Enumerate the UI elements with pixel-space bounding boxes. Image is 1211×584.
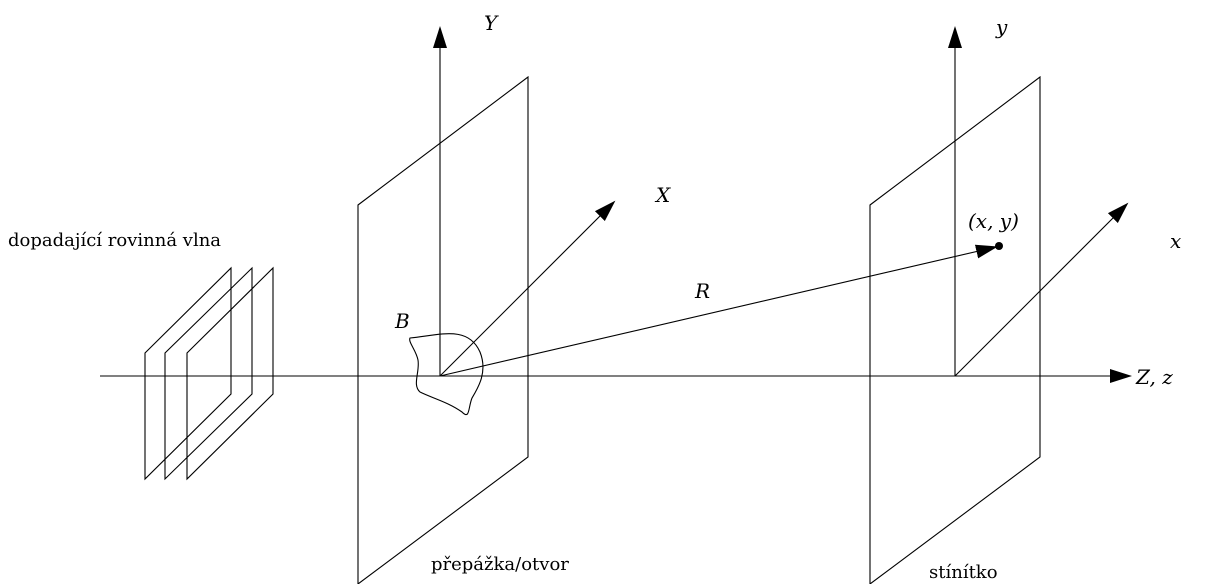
wavefront-1 bbox=[144, 266, 232, 481]
wavefront-2 bbox=[164, 266, 253, 481]
label-Zz: Z, z bbox=[1135, 365, 1173, 389]
wavefront-3 bbox=[186, 266, 274, 481]
label-incident-wave: dopadající rovinná vlna bbox=[8, 230, 221, 251]
label-point-xy: (x, y) bbox=[968, 209, 1019, 233]
observation-point bbox=[995, 242, 1003, 250]
incident-plane-wave bbox=[144, 266, 274, 481]
screen-plane bbox=[869, 75, 1041, 584]
label-y: y bbox=[995, 15, 1008, 39]
label-B: B bbox=[394, 309, 410, 333]
label-barrier: přepážka/otvor bbox=[431, 554, 569, 575]
R-vector bbox=[439, 244, 998, 377]
label-R: R bbox=[694, 279, 710, 303]
aperture-outline bbox=[409, 333, 484, 416]
label-X: X bbox=[654, 183, 671, 207]
label-Y: Y bbox=[484, 11, 499, 35]
label-screen: stínítko bbox=[929, 562, 998, 583]
label-x: x bbox=[1170, 229, 1181, 253]
barrier-plane bbox=[357, 75, 529, 584]
x-axis-line bbox=[954, 202, 1129, 377]
X-axis-line bbox=[439, 200, 616, 377]
